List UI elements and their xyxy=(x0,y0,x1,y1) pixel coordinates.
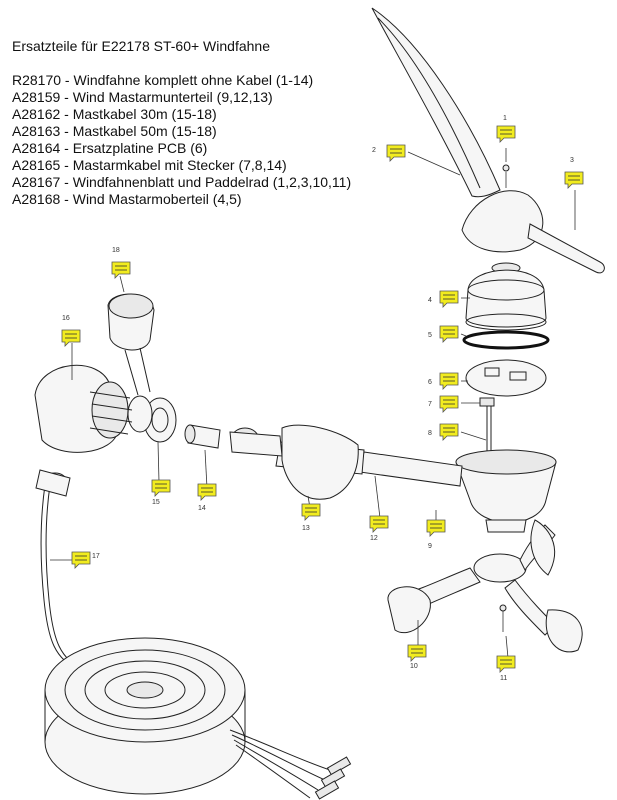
parts-list-item: A28167 - Windfahnenblatt und Paddelrad (… xyxy=(12,174,352,190)
callout-number: 7 xyxy=(428,401,432,408)
note-icon xyxy=(439,395,459,413)
callout-number: 12 xyxy=(370,535,378,542)
note-icon xyxy=(369,515,389,533)
note-icon xyxy=(71,551,91,569)
note-icon xyxy=(426,519,446,537)
note-icon xyxy=(301,503,321,521)
lower-housing xyxy=(455,449,557,533)
leader-lines xyxy=(50,148,576,659)
plug xyxy=(184,424,221,449)
callout-number: 15 xyxy=(152,499,160,506)
vane-blade xyxy=(371,7,501,198)
callout-number: 1 xyxy=(503,115,507,122)
note-icon xyxy=(61,329,81,347)
pcb-board xyxy=(465,359,547,397)
anemometer-cups xyxy=(387,519,583,653)
callout-number: 3 xyxy=(570,157,574,164)
callout-number: 6 xyxy=(428,379,432,386)
note-icon xyxy=(151,479,171,497)
callout-number: 17 xyxy=(92,553,100,560)
callout-number: 13 xyxy=(302,525,310,532)
callout-numbers: 1 2 3 4 5 6 7 8 9 10 11 12 13 14 15 16 1… xyxy=(62,115,574,682)
note-icon xyxy=(439,325,459,343)
callout-number: 5 xyxy=(428,332,432,339)
note-icon xyxy=(496,125,516,143)
parts-list-title: Ersatzteile für E22178 ST-60+ Windfahne xyxy=(12,38,270,54)
note-icon xyxy=(564,171,584,189)
note-icon xyxy=(439,290,459,308)
note-icon xyxy=(111,261,131,279)
upper-housing xyxy=(465,262,547,331)
callout-number: 4 xyxy=(428,297,432,304)
note-icon xyxy=(496,655,516,673)
parts-list-item: A28163 - Mastkabel 50m (15-18) xyxy=(12,123,217,139)
callout-number: 11 xyxy=(500,675,507,682)
parts-list-item: R28170 - Windfahne komplett ohne Kabel (… xyxy=(12,72,314,88)
parts-list-item: A28168 - Wind Mastarmoberteil (4,5) xyxy=(12,191,242,207)
callout-number: 16 xyxy=(62,315,70,322)
note-icon xyxy=(197,483,217,501)
o-ring xyxy=(462,330,550,350)
protective-cap xyxy=(107,293,155,396)
mast-arm-tube xyxy=(229,424,463,500)
mast-socket xyxy=(34,364,133,453)
pcb-connector xyxy=(479,397,495,455)
callout-number: 8 xyxy=(428,430,432,437)
vane-hub xyxy=(461,164,605,274)
note-icon xyxy=(439,423,459,441)
note-icon xyxy=(407,644,427,662)
callout-number: 2 xyxy=(372,147,376,154)
parts-list-item: A28162 - Mastkabel 30m (15-18) xyxy=(12,106,217,122)
callout-number: 14 xyxy=(198,505,206,512)
parts-list-item: A28164 - Ersatzplatine PCB (6) xyxy=(12,140,208,156)
parts-list-item: A28165 - Mastarmkabel mit Stecker (7,8,1… xyxy=(12,157,287,173)
cable-gland xyxy=(127,395,177,443)
callout-markers xyxy=(61,125,584,673)
callout-number: 10 xyxy=(410,663,418,670)
note-icon xyxy=(386,144,406,162)
parts-list: Ersatzteile für E22178 ST-60+ Windfahne … xyxy=(12,38,351,208)
callout-number: 9 xyxy=(428,543,432,550)
callout-number: 18 xyxy=(112,247,120,254)
mast-cable xyxy=(35,469,86,671)
cable-reel xyxy=(44,637,352,800)
note-icon xyxy=(439,372,459,390)
parts-list-item: A28159 - Wind Mastarmunterteil (9,12,13) xyxy=(12,89,273,105)
